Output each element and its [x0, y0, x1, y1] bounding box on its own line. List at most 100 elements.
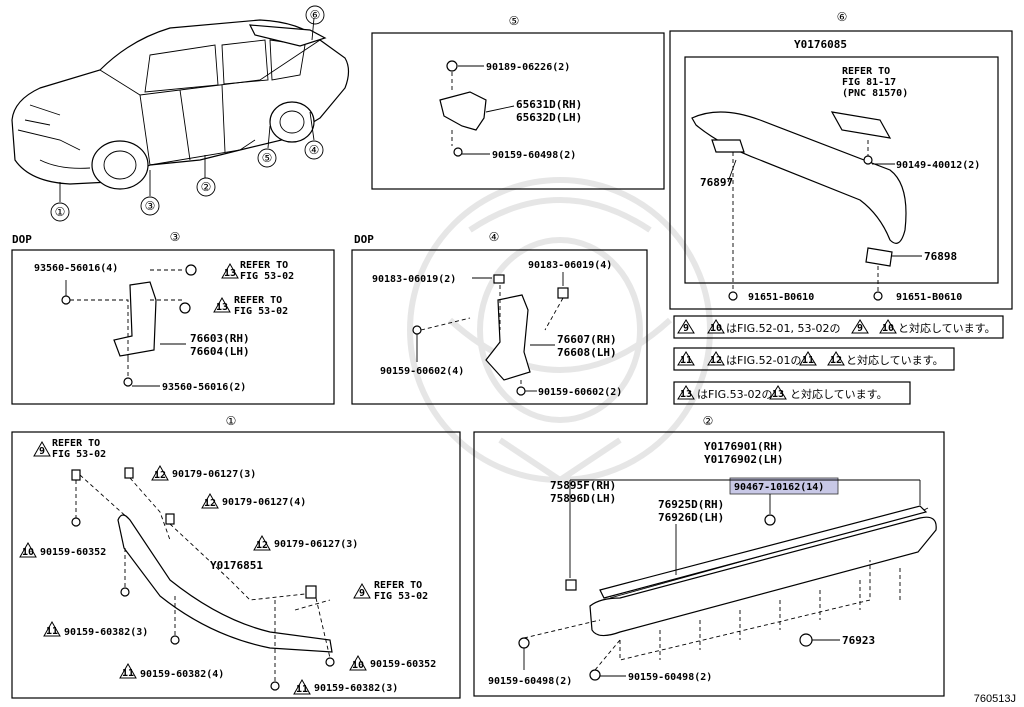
svg-text:12: 12	[154, 470, 166, 481]
section-2-number: ②	[703, 414, 714, 428]
part-76604LH: 76604(LH)	[190, 345, 250, 358]
part-90159-60352-a: 90159-60352	[40, 547, 106, 558]
note-1-text2: と対応しています。	[898, 321, 996, 335]
refer-to-1a: REFER TO	[52, 438, 100, 449]
callout-2: ②	[201, 180, 212, 194]
section-4-dop: DOP	[354, 233, 374, 246]
svg-text:10: 10	[710, 323, 722, 334]
part-75895F: 75895F(RH)	[550, 479, 616, 492]
part-90149-40012: 90149-40012(2)	[896, 160, 980, 171]
part-90159-60382-3b: 90159-60382(3)	[314, 683, 398, 694]
part-90189-06226: 90189-06226(2)	[486, 62, 570, 73]
part-Y0176851: Y0176851	[210, 559, 263, 572]
watermark-logo	[407, 177, 713, 484]
part-76608LH: 76608(LH)	[557, 346, 617, 359]
part-93560-56016-4: 93560-56016(4)	[34, 263, 118, 274]
svg-text:12: 12	[830, 355, 842, 366]
section-4: DOP ④ 90183-06019(4) 90183-06019(2) 7660…	[351, 230, 648, 405]
svg-text:11: 11	[46, 626, 58, 637]
svg-text:10: 10	[22, 547, 34, 558]
part-90159-60382-4: 90159-60382(4)	[140, 669, 224, 680]
callout-6: ⑥	[310, 8, 321, 22]
svg-text:12: 12	[256, 540, 268, 551]
part-90159-60382-3a: 90159-60382(3)	[64, 627, 148, 638]
part-65632D: 65632D(LH)	[516, 111, 582, 124]
part-90179-06127-3b: 90179-06127(3)	[274, 539, 358, 550]
part-90159-60602-4: 90159-60602(4)	[380, 366, 464, 377]
callout-1: ①	[55, 205, 66, 219]
svg-text:13: 13	[772, 389, 784, 400]
section-4-number: ④	[489, 230, 500, 244]
part-90183-06019-2: 90183-06019(2)	[372, 274, 456, 285]
part-76926D: 76926D(LH)	[658, 511, 724, 524]
part-76897: 76897	[700, 176, 733, 189]
refer-to-1b: REFER TO	[374, 580, 422, 591]
svg-text:11: 11	[296, 684, 308, 695]
highlight-box	[729, 477, 839, 495]
section-3: DOP ③ 13 13 93560-56016(4) REFER TO FIG …	[11, 230, 335, 405]
car-callouts: ① ② ③ ④ ⑤ ⑥	[50, 5, 325, 222]
part-76607RH: 76607(RH)	[557, 333, 617, 346]
part-90467-10162: 90467-10162(14)	[734, 482, 824, 493]
part-76898: 76898	[924, 250, 957, 263]
part-90159-60498-b: 90159-60498(2)	[628, 672, 712, 683]
section-5: ⑤ 90189-06226(2) 65631D(RH) 65632D(LH) 9…	[371, 14, 665, 190]
svg-text:9: 9	[857, 323, 863, 334]
notes-area: 9 10 はFIG.52-01, 53-02の 9 10 と対応しています。 1…	[673, 315, 1004, 405]
part-91651-B0610-a: 91651-B0610	[748, 292, 814, 303]
refer-fig-1b: FIG 53-02	[374, 591, 428, 602]
section-5-number: ⑤	[509, 14, 520, 28]
section-3-dop: DOP	[12, 233, 32, 246]
callout-3: ③	[145, 199, 156, 213]
part-90159-60498: 90159-60498(2)	[492, 150, 576, 161]
part-Y0176901RH: Y0176901(RH)	[704, 440, 783, 453]
part-Y0176902LH: Y0176902(LH)	[704, 453, 783, 466]
part-93560-56016-2: 93560-56016(2)	[162, 382, 246, 393]
svg-text:11: 11	[122, 668, 134, 679]
section-3-number: ③	[170, 230, 181, 244]
note-2-text2: と対応しています。	[846, 353, 944, 367]
svg-text:11: 11	[802, 355, 814, 366]
svg-text:13: 13	[680, 389, 692, 400]
part-90159-60498-a: 90159-60498(2)	[488, 676, 572, 687]
svg-text:11: 11	[680, 355, 692, 366]
note-2-text: はFIG.52-01の	[726, 354, 802, 367]
tri-13-a: 13	[224, 268, 236, 279]
part-76923: 76923	[842, 634, 875, 647]
part-76603RH: 76603(RH)	[190, 332, 250, 345]
svg-text:9: 9	[359, 588, 365, 599]
section-6: ⑥ Y0176085 REFER TO FIG 81-17 (PNC 81570…	[669, 10, 1013, 310]
svg-text:9: 9	[683, 323, 689, 334]
refer-to-a: REFER TO	[240, 260, 288, 271]
section-1-number: ①	[226, 414, 237, 428]
part-76925D: 76925D(RH)	[658, 498, 724, 511]
refer-to-label: REFER TO	[842, 66, 890, 77]
part-90179-06127-3a: 90179-06127(3)	[172, 469, 256, 480]
callout-4: ④	[309, 143, 320, 157]
part-65631D: 65631D(RH)	[516, 98, 582, 111]
part-Y0176085: Y0176085	[794, 38, 847, 51]
diagram-code: 760513J	[974, 693, 1016, 705]
svg-text:10: 10	[352, 660, 364, 671]
svg-text:9: 9	[39, 446, 45, 457]
part-91651-B0610-b: 91651-B0610	[896, 292, 962, 303]
svg-text:10: 10	[882, 323, 894, 334]
note-3-text2: と対応しています。	[790, 387, 888, 401]
section-2: ② Y0176901(RH) Y0176902(LH) 90467-10162(…	[473, 414, 945, 697]
car-illustration	[11, 17, 350, 202]
part-90159-60602-2: 90159-60602(2)	[538, 387, 622, 398]
note-1-text: はFIG.52-01, 53-02の	[726, 322, 841, 335]
part-75896D: 75896D(LH)	[550, 492, 616, 505]
refer-fig-b: FIG 53-02	[234, 306, 288, 317]
refer-fig-a: FIG 53-02	[240, 271, 294, 282]
note-3-text: はFIG.53-02の	[697, 388, 773, 401]
refer-pnc-label: (PNC 81570)	[842, 88, 908, 99]
svg-text:12: 12	[710, 355, 722, 366]
callout-5: ⑤	[262, 151, 273, 165]
svg-text:12: 12	[204, 498, 216, 509]
refer-to-b: REFER TO	[234, 295, 282, 306]
part-90183-06019-4: 90183-06019(4)	[528, 260, 612, 271]
section-6-number: ⑥	[837, 10, 848, 24]
refer-fig-label: FIG 81-17	[842, 77, 896, 88]
